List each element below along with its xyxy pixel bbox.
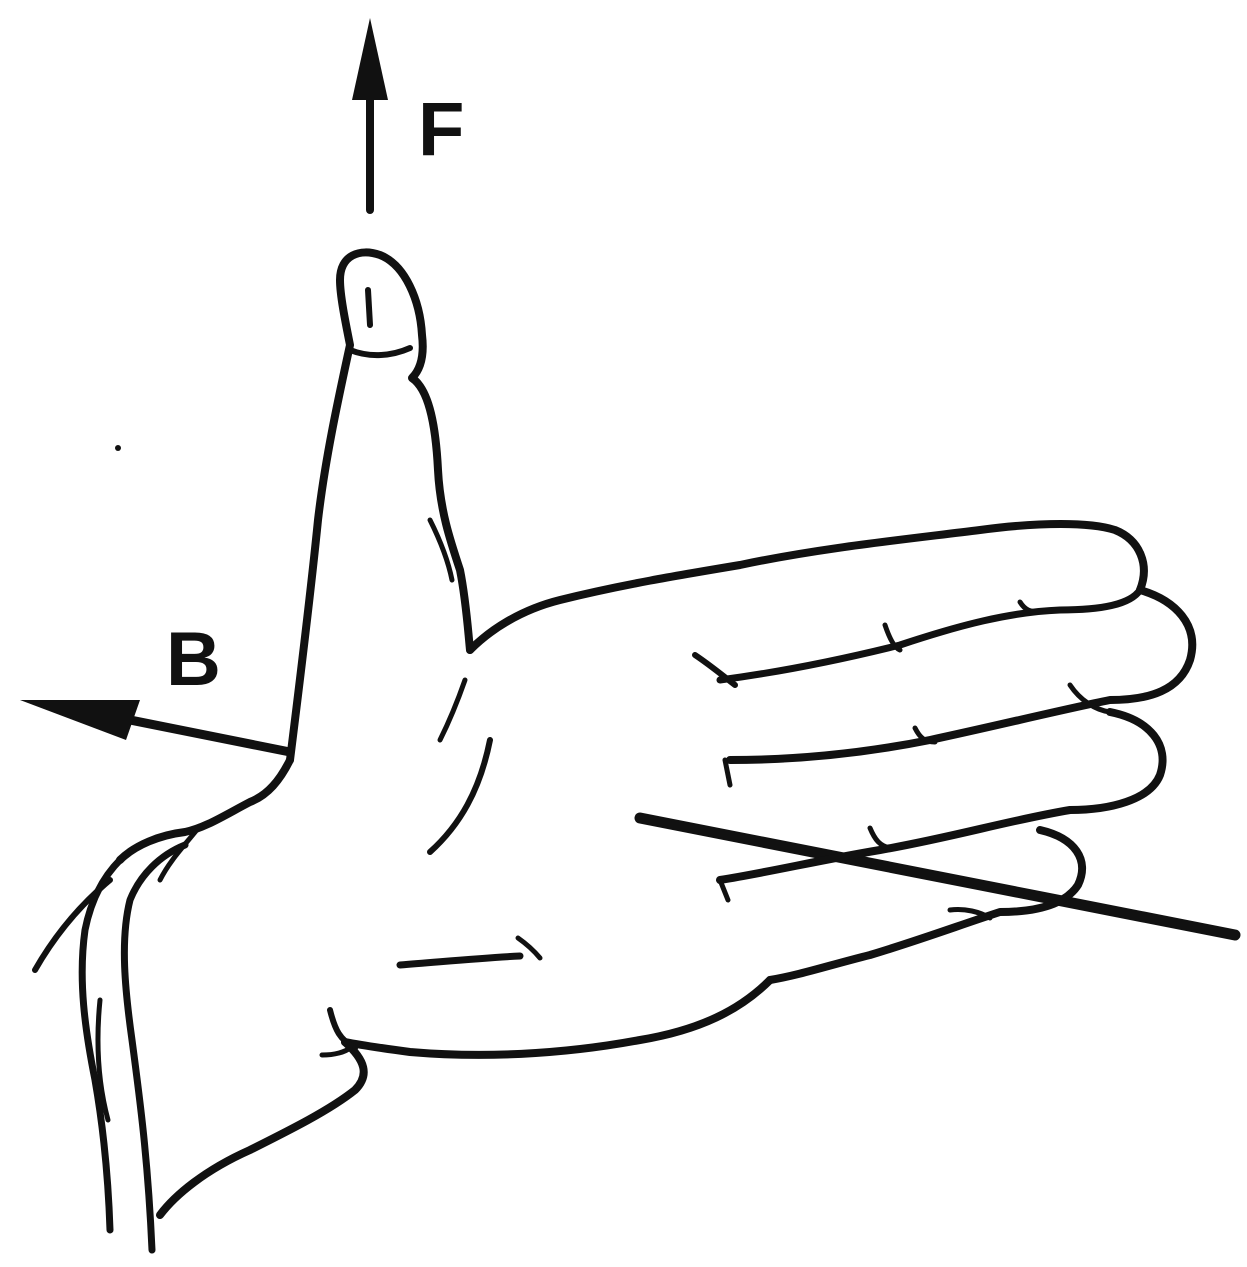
field-label: B [166,617,221,702]
hand-outline [35,252,1192,1250]
field-arrow [20,700,290,752]
force-label: F [418,87,464,172]
force-arrow [352,18,388,210]
